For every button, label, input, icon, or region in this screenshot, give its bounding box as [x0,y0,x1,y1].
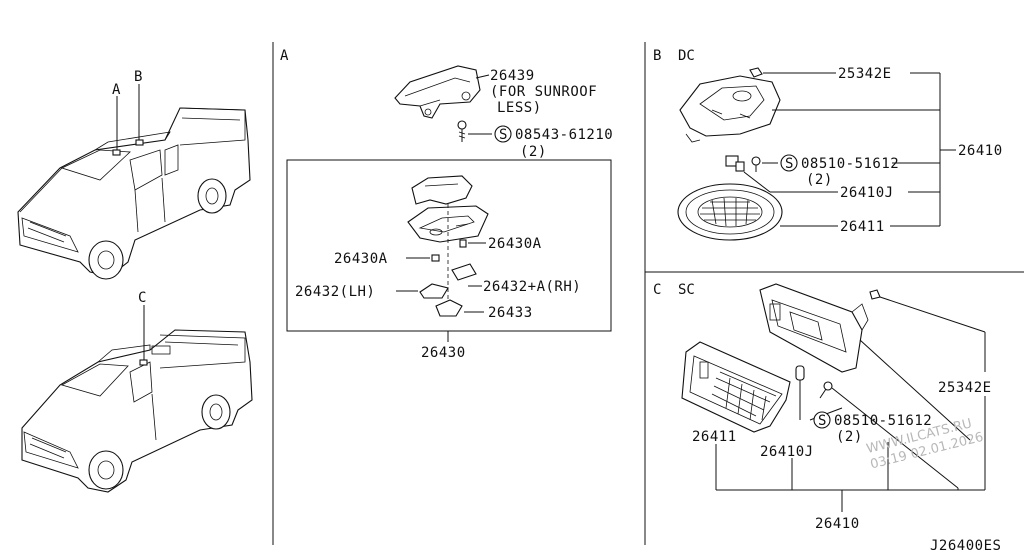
bulb-icon [459,239,467,248]
screw-icon [751,156,761,172]
bulb-icon [795,365,805,381]
part-08510-51612-c-label: 08510-51612 [834,413,932,429]
vehicle-marker-a: A [112,82,121,98]
part-08510-51612-b-label: 08510-51612 [801,156,899,172]
part-26410j-c-label: 26410J [760,444,814,460]
part-26410-b-label: 26410 [958,143,1003,159]
vehicle-marker-c: C [138,290,147,306]
panel-dividers [272,42,1024,545]
part-26411-c-label: 26411 [692,429,737,445]
lens-center-icon [435,299,463,317]
part-26411-b-label: 26411 [840,219,885,235]
clip-icon [869,289,881,300]
section-c-variant: SC [678,282,695,298]
screw-icon [819,381,833,399]
double-cab-truck-illustration [17,84,251,280]
screw-symbol-icon [780,154,798,172]
screw-qty-a: (2) [520,144,547,160]
part-26430a-right-label: 26430A [488,236,542,252]
diagram-code: J26400ES [930,538,1001,554]
part-08543-61210-label: 08543-61210 [515,127,613,143]
bulb-socket-icon [725,155,745,172]
single-cab-truck-illustration [21,305,253,493]
section-c-screw-mark: S [818,413,827,429]
bracket-26410-b [772,72,956,227]
part-25342e-c-label: 25342E [938,380,992,396]
section-c-letter: C [653,282,661,298]
lens-rh-icon [451,263,477,281]
lens-lh-icon [419,283,449,299]
section-a-screw-mark: S [499,127,508,143]
leader-lines-c [715,296,986,512]
part-26410j-b-label: 26410J [840,185,894,201]
section-b-screw-mark: S [785,156,794,172]
bulb-icon [431,254,440,262]
room-lamp-lens-sc [681,341,791,433]
part-25342e-b-label: 25342E [838,66,892,82]
room-lamp-housing-dc [679,75,781,143]
sunroof-note-line2: LESS) [497,100,542,116]
room-lamp-lens-dc [677,183,783,241]
screw-icon [457,120,467,142]
part-26433-label: 26433 [488,305,533,321]
screw-symbol-icon [813,411,831,429]
part-26432-lh-label: 26432(LH) [295,284,375,300]
clip-icon [749,67,763,78]
room-lamp-housing-sc [759,283,869,373]
part-26432-rh-label: 26432+A(RH) [483,279,581,295]
console-bracket-26439 [394,65,481,119]
screw-qty-c: (2) [836,429,863,445]
screw-symbol-icon [494,125,512,143]
sunroof-note-line1: (FOR SUNROOF [490,84,597,100]
section-a-letter: A [280,48,289,64]
map-lamp-assembly [407,175,489,243]
part-26410-c-label: 26410 [815,516,860,532]
vehicle-marker-b: B [134,69,143,85]
part-26439-label: 26439 [490,68,535,84]
section-b-variant: DC [678,48,695,64]
screw-qty-b: (2) [806,172,833,188]
assembly-box-26430 [286,159,612,332]
part-26430a-left-label: 26430A [334,251,388,267]
section-b-letter: B [653,48,661,64]
part-26430-label: 26430 [421,345,466,361]
